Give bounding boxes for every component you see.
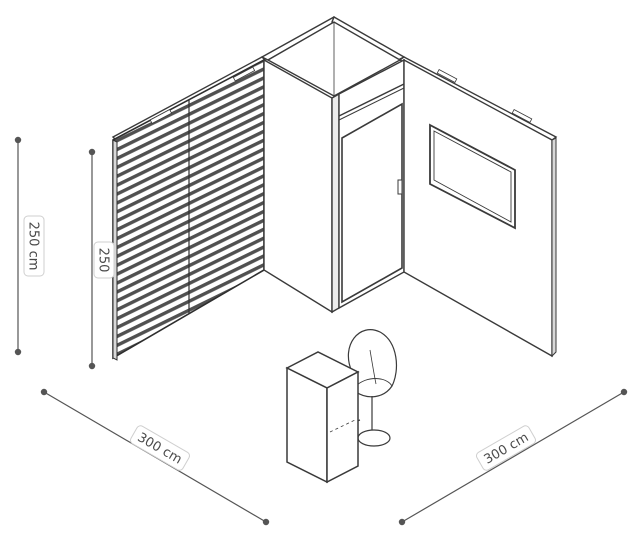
right-wall	[403, 58, 557, 358]
door-handle	[397, 179, 403, 195]
left-slatwall	[112, 58, 265, 361]
dimension-lines	[14, 136, 628, 526]
dim-text-height-inner: 250	[96, 248, 111, 273]
dim-line-width-right	[401, 391, 625, 523]
counter	[285, 351, 360, 484]
dim-text-height-outer: 250 cm	[26, 222, 41, 271]
dim-label-width-left: 300 cm	[129, 425, 191, 471]
dim-label-height-outer: 250 cm	[23, 215, 45, 277]
storage-room	[263, 21, 405, 314]
wall-screen	[429, 123, 516, 230]
storage-door	[341, 102, 403, 304]
dim-label-height-inner: 250	[93, 241, 115, 279]
